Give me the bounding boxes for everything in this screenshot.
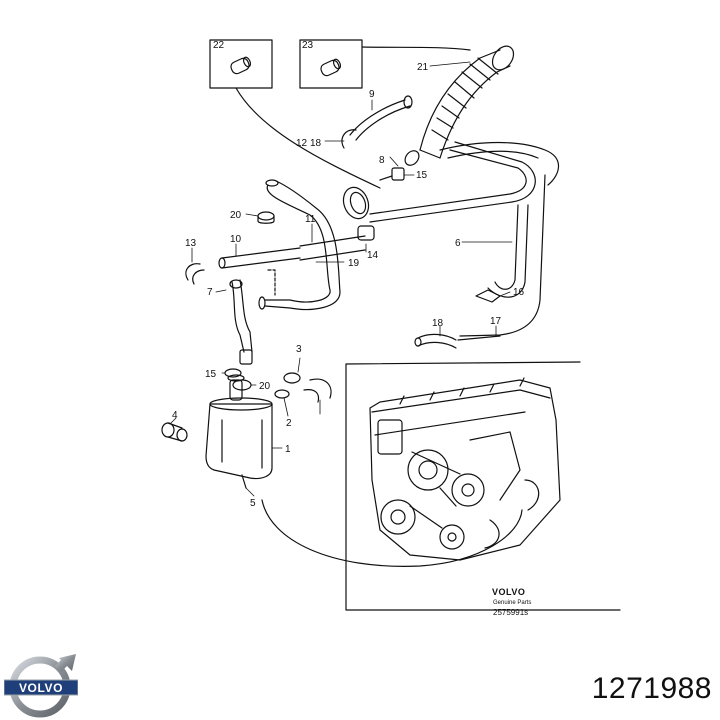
leader-oil-trap-engine — [261, 499, 523, 567]
clamp-20-upper — [257, 211, 275, 224]
hose-18-lower — [414, 333, 457, 349]
elbow-13 — [185, 263, 205, 285]
callout-18-upper: 18 — [310, 138, 322, 149]
inset-box-22 — [209, 39, 273, 89]
callout-9: 9 — [369, 89, 375, 100]
callout-numbers: 22 23 21 9 12 18 8 15 20 11 10 13 6 14 1… — [172, 40, 525, 509]
callout-22: 22 — [213, 40, 225, 51]
genuine-parts-stamp: VOLVO Genuine Parts 2575991s — [492, 587, 531, 617]
pipe-17 — [457, 335, 501, 341]
callout-12: 12 — [296, 138, 308, 149]
engine-illustration — [369, 377, 561, 561]
callout-11: 11 — [305, 214, 316, 225]
leader-23 — [361, 46, 471, 51]
stamp-number: 2575991s — [493, 608, 528, 617]
callout-4: 4 — [172, 410, 178, 421]
callout-7: 7 — [207, 287, 213, 298]
fitting-8-15 — [379, 150, 420, 181]
bracket-16 — [475, 289, 501, 303]
callout-leaders — [169, 61, 513, 497]
callout-19: 19 — [348, 258, 360, 269]
leader-22 — [235, 87, 381, 189]
hose-7 — [229, 269, 276, 365]
callout-20-lower: 20 — [259, 381, 271, 392]
hose-9 — [349, 95, 413, 141]
intake-hose-21 — [419, 45, 515, 159]
callout-1: 1 — [285, 444, 291, 455]
callout-21: 21 — [417, 62, 429, 73]
callout-20-upper: 20 — [230, 210, 242, 221]
callout-13: 13 — [185, 238, 197, 249]
callout-3: 3 — [296, 344, 302, 355]
callout-10: 10 — [230, 234, 242, 245]
callout-2: 2 — [286, 418, 292, 429]
pipe-6 — [369, 141, 560, 337]
logo-text: VOLVO — [19, 681, 63, 695]
elbow-12 — [341, 129, 357, 149]
callout-8: 8 — [379, 155, 385, 166]
stamp-line: Genuine Parts — [493, 600, 531, 606]
callout-15-lower: 15 — [205, 369, 217, 380]
plug-22 — [230, 56, 252, 75]
hose-19 — [258, 179, 341, 311]
plug-23 — [320, 58, 342, 77]
callout-5: 5 — [250, 498, 256, 509]
callout-6: 6 — [455, 238, 461, 249]
logo-bar — [4, 679, 78, 696]
stamp-brand: VOLVO — [492, 587, 525, 597]
grommet-4 — [161, 422, 188, 442]
elbow-2-3 — [274, 372, 332, 403]
engine-frame — [345, 361, 621, 611]
inset-box-23 — [299, 39, 363, 89]
callout-17: 17 — [490, 316, 502, 327]
part-number: 1271988 — [591, 672, 712, 705]
pipe-10 — [218, 235, 366, 269]
callout-18-lower: 18 — [432, 318, 444, 329]
callout-16: 16 — [513, 287, 525, 298]
connector-14 — [342, 186, 375, 241]
callout-23: 23 — [302, 40, 314, 51]
logo-arrow-icon — [55, 654, 76, 672]
volvo-logo: VOLVO — [4, 654, 78, 718]
callout-15-upper: 15 — [416, 170, 428, 181]
callout-14: 14 — [367, 250, 379, 261]
